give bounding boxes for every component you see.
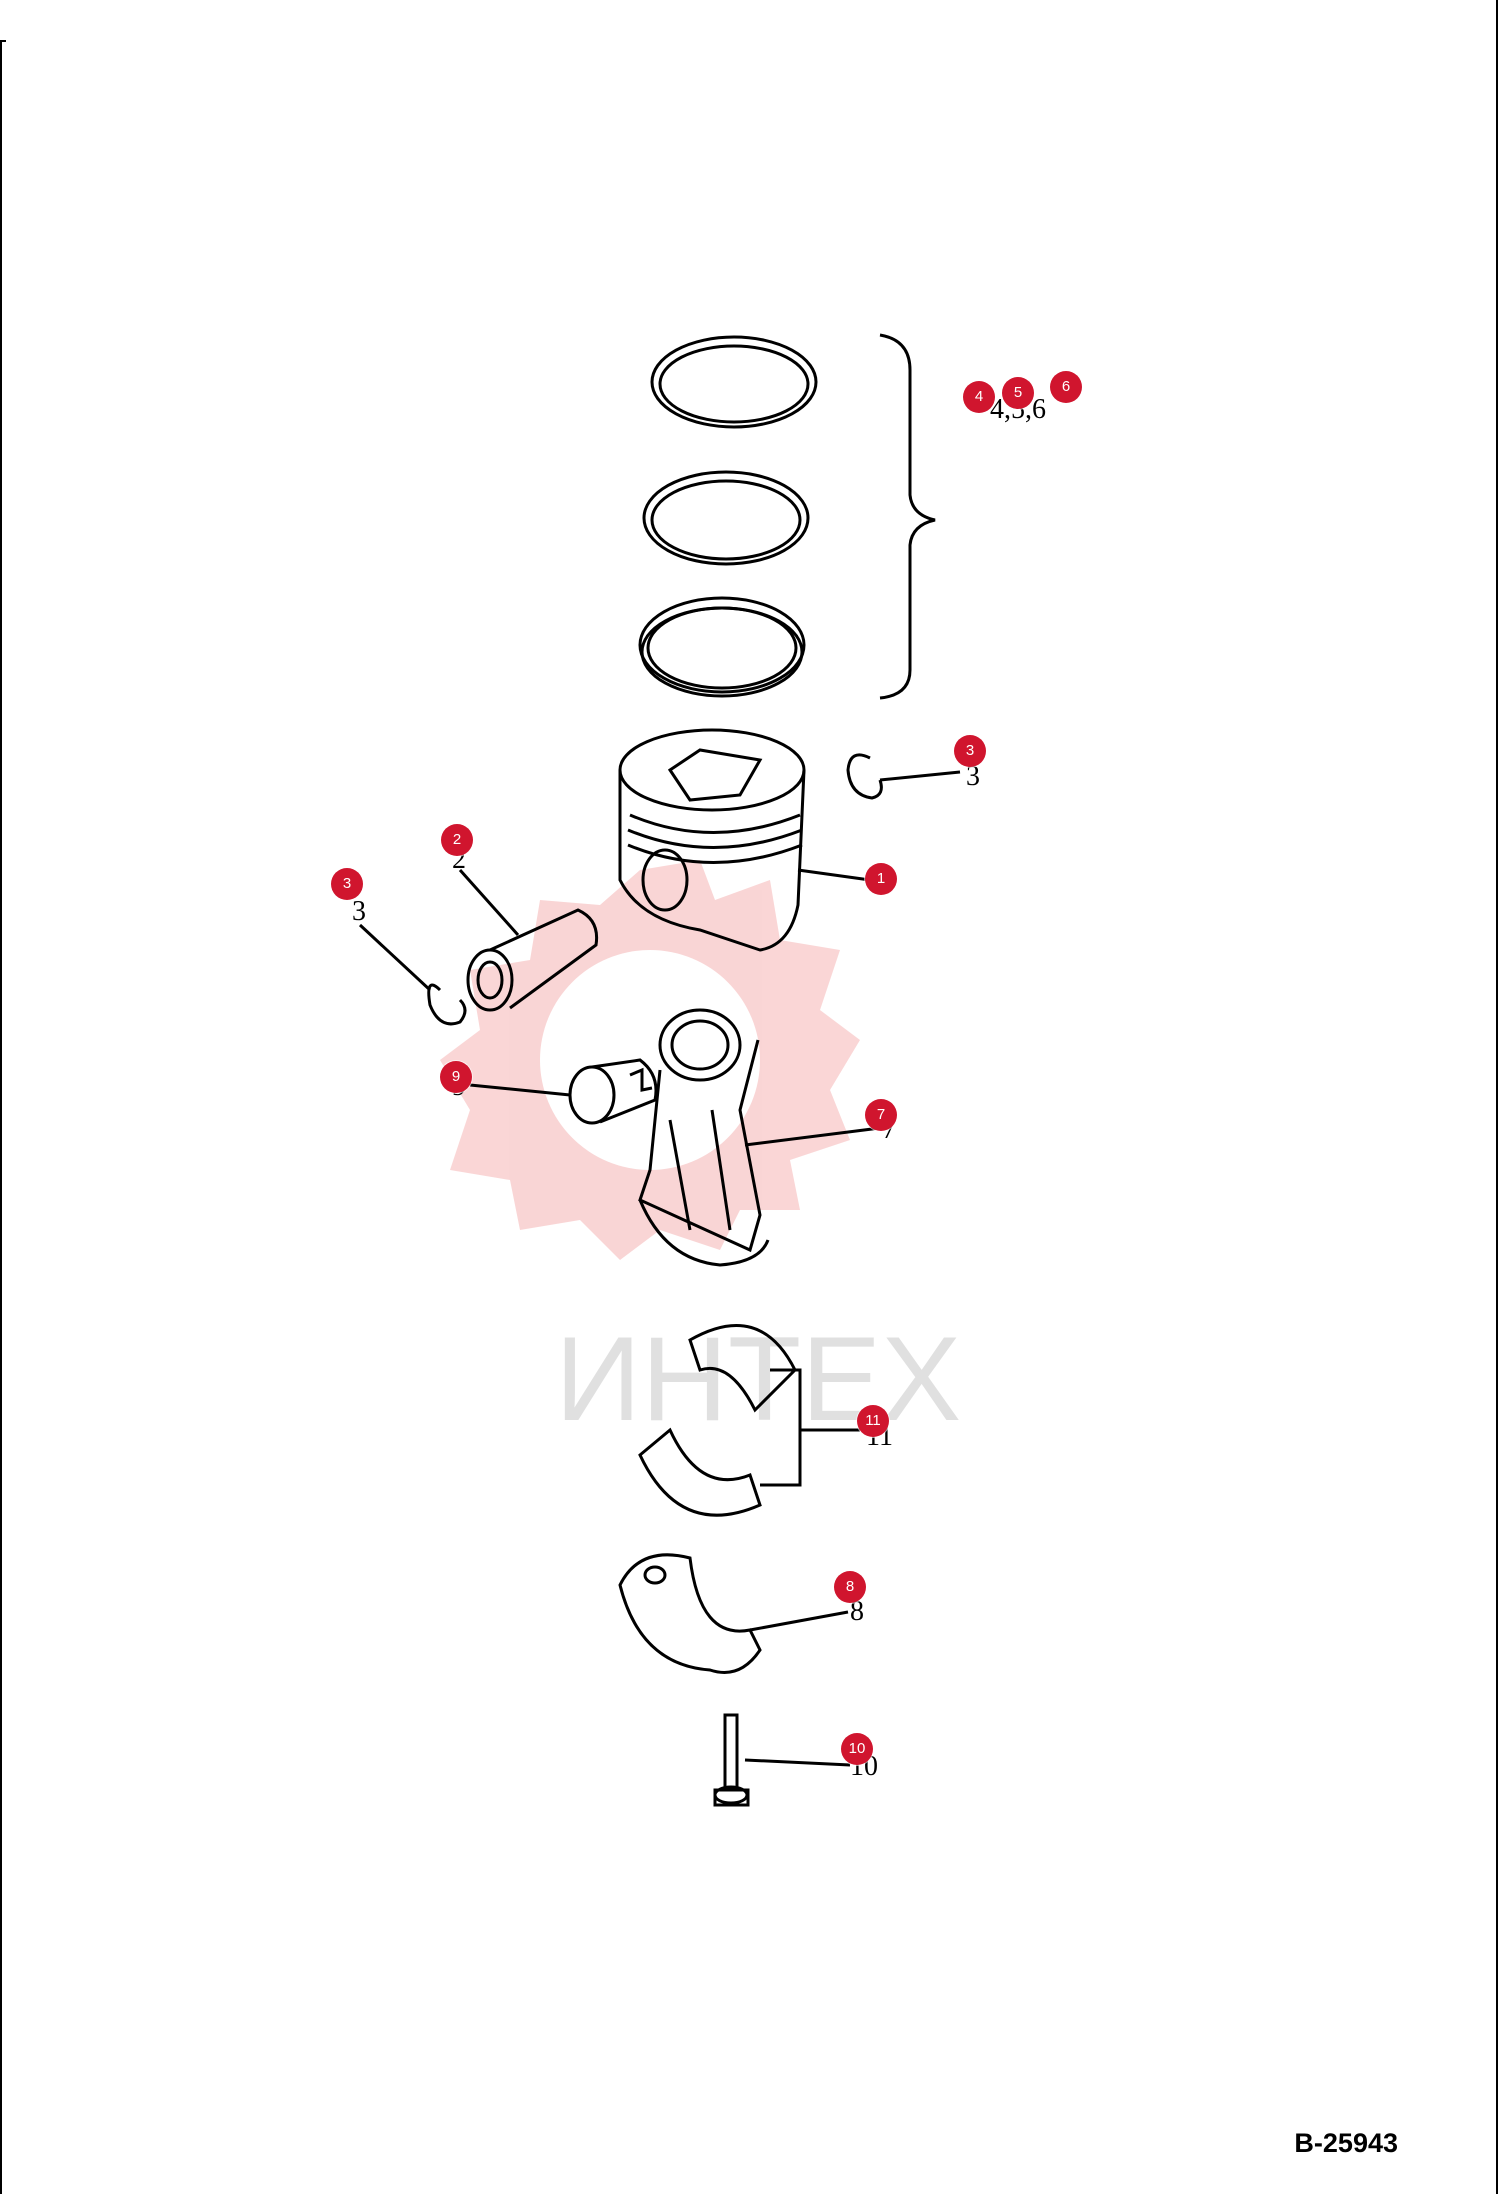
callout-4[interactable]: 4 (963, 381, 995, 413)
plate-number: B-25943 (1294, 2128, 1398, 2158)
watermark-text: ИНТЕХ (555, 1312, 961, 1446)
frame-left-line (0, 40, 2, 2194)
snap-ring-left (427, 983, 467, 1026)
callout-1[interactable]: 1 (865, 863, 897, 895)
drawing-label-3-right: 3 (966, 761, 980, 792)
piston-pin (466, 908, 599, 1012)
callout-3-left[interactable]: 3 (331, 868, 363, 900)
callout-3-right[interactable]: 3 (954, 735, 986, 767)
callout-9[interactable]: 9 (440, 1061, 472, 1093)
connecting-rod-bolt (713, 1713, 750, 1807)
ring-set-bracket (879, 333, 936, 700)
leader-line-7 (744, 1126, 881, 1147)
piston-ring-middle (642, 470, 810, 566)
leader-line-9 (469, 1083, 571, 1097)
drawing-label-8: 8 (850, 1596, 864, 1627)
watermark-gear-logo (440, 860, 860, 1260)
snap-ring-right (846, 753, 883, 800)
connecting-rod-cap (618, 1553, 762, 1674)
drawing-label-3-left: 3 (352, 896, 366, 927)
piston-ring-oil (638, 596, 806, 698)
small-end-bushing (568, 1058, 658, 1125)
callout-6[interactable]: 6 (1050, 371, 1082, 403)
leader-line-2 (458, 869, 520, 936)
bearing-bracket (760, 1368, 860, 1487)
callout-2[interactable]: 2 (441, 824, 473, 856)
callout-10[interactable]: 10 (841, 1733, 873, 1765)
frame-right-line (1496, 0, 1498, 2194)
callout-8[interactable]: 8 (834, 1571, 866, 1603)
leader-line-8 (749, 1610, 849, 1632)
leader-line-3-right (879, 770, 961, 782)
frame-corner-tick (0, 40, 6, 42)
bearing-shell-lower (638, 1427, 762, 1517)
leader-line-1 (797, 868, 871, 882)
piston (618, 728, 806, 952)
leader-line-10 (744, 1758, 851, 1767)
callout-11[interactable]: 11 (857, 1405, 889, 1437)
leader-line-3-left (358, 923, 432, 992)
piston-ring-top (650, 335, 818, 429)
connecting-rod (638, 1008, 770, 1267)
callout-7[interactable]: 7 (865, 1099, 897, 1131)
callout-5[interactable]: 5 (1002, 377, 1034, 409)
